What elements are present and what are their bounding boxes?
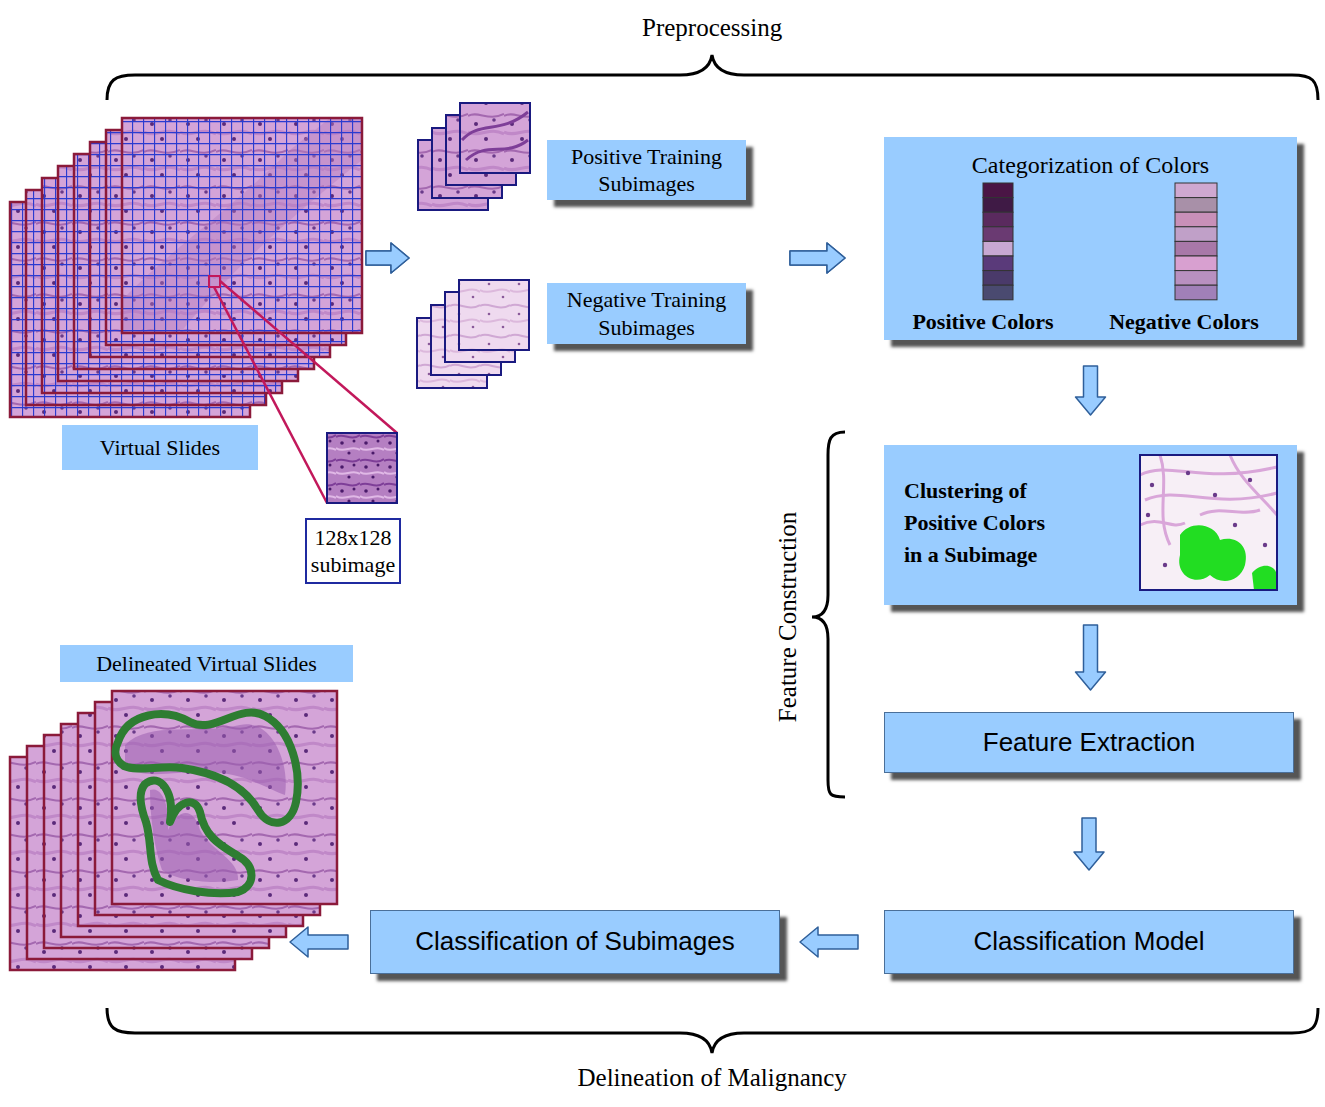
tissue-fiber [1140,467,1277,475]
box-label: Feature Extraction [885,713,1293,772]
positive-subimage-stack [418,103,530,210]
leader-line [220,281,397,433]
block-arrow [290,927,348,957]
color-swatch [983,285,1013,300]
block-arrow [790,243,845,273]
subimage-tile [459,280,529,350]
training-stack-group: Positive Training Subimages [415,100,750,212]
positive-cluster [1179,525,1246,581]
color-swatch [1175,183,1217,198]
color-swatch [983,256,1013,271]
color-swatch [983,271,1013,286]
nucleus-dot [1248,478,1252,482]
block-arrow [790,243,845,273]
bracket-label: Feature Construction [773,512,803,722]
color-swatch [1175,256,1217,271]
delineated-slide-stack [10,691,337,970]
training-stack-group: Negative Training Subimages [415,278,750,390]
nucleus-dot [1186,471,1190,475]
subimage-box: 128x128 subimage [305,518,401,584]
delineation-outline [141,780,252,893]
top-brace [107,55,1318,100]
color-swatch [1175,212,1217,227]
block-arrow [800,927,858,957]
block-arrow [1076,625,1106,690]
color-swatch [1175,198,1217,213]
stack-label: Virtual Slides [62,425,258,470]
bracket-label: Delineation of Malignancy [578,1063,847,1093]
process-box: Categorization of ColorsPositive ColorsN… [884,137,1297,340]
subimage-ground [1140,455,1277,590]
process-box: Feature Extraction [884,712,1294,773]
color-swatch [983,198,1013,213]
box-label: Clustering of Positive Colors in a Subim… [904,475,1062,571]
slide-stack-group: Virtual Slides [10,118,362,470]
negative-subimage-stack [417,280,529,388]
color-swatch [1175,241,1217,256]
subimage-tile [460,103,530,173]
nucleus-dot [1263,543,1267,547]
stack-label: Delineated Virtual Slides [60,645,353,682]
leader-line [214,287,327,503]
stack-label: Negative Training Subimages [547,283,746,344]
color-swatch [983,183,1013,198]
nucleus-dot [1213,493,1217,497]
nucleus-dot [1150,483,1154,487]
selected-cell [209,276,220,287]
slide-card [112,691,337,904]
column-label: Negative Colors [1074,307,1294,337]
color-swatch [983,241,1013,256]
color-swatch [983,212,1013,227]
tissue-fiber [1230,455,1277,515]
slide-stack-group: Delineated Virtual Slides [10,645,353,975]
box-title: Categorization of Colors [884,149,1297,181]
block-arrow [1074,818,1104,870]
nucleus-dot [1233,523,1237,527]
tissue-fiber [1160,455,1170,545]
tissue-fiber [1140,521,1185,525]
brace [107,55,1318,1053]
process-box: Clustering of Positive Colors in a Subim… [884,445,1297,605]
color-swatch [1175,227,1217,242]
positive-cluster [1252,566,1277,590]
block-arrow [366,243,409,273]
zoomed-subimage [327,433,397,503]
color-swatch [983,227,1013,242]
bracket-label: Preprocessing [642,13,782,43]
tissue-fiber [1200,510,1260,515]
nucleus-dot [1163,563,1167,567]
bottom-brace [107,1008,1318,1053]
box-label: 128x128 subimage [307,520,399,582]
block-arrow [1076,366,1106,415]
nucleus-dot [1146,513,1150,517]
color-swatch [1175,285,1217,300]
color-swatch [1175,271,1217,286]
virtual-slide-stack [10,118,362,417]
box-label: Classification of Subimages [371,911,779,973]
process-box: Classification Model [884,910,1294,974]
tissue-fold [462,112,528,160]
subimage-border [1140,455,1277,590]
box-label: Classification Model [885,911,1293,973]
block-arrow [366,243,409,273]
stack-label: Positive Training Subimages [547,140,746,200]
column-label: Positive Colors [888,307,1078,337]
process-box: Classification of Subimages [370,910,780,974]
side-brace [812,432,845,797]
